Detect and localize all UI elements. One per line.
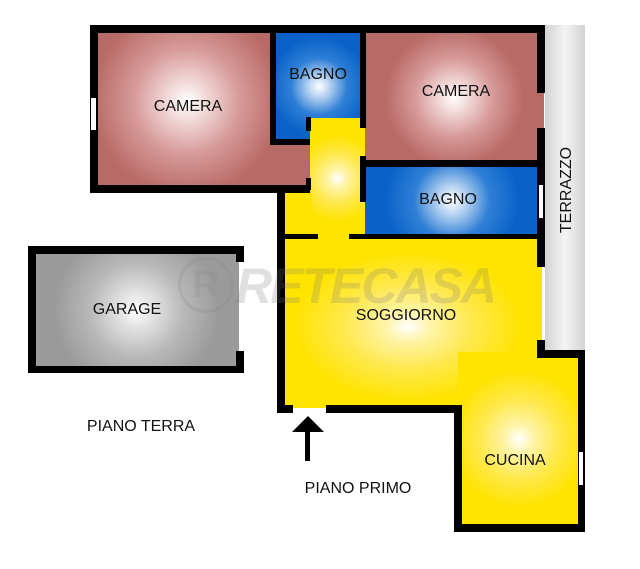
wall bbox=[454, 405, 462, 532]
wall bbox=[360, 25, 366, 128]
wall bbox=[28, 246, 244, 254]
label-garage: GARAGE bbox=[92, 301, 162, 318]
wall bbox=[236, 246, 244, 262]
terrazzo-area bbox=[545, 25, 585, 352]
label-bagno-right: BAGNO bbox=[419, 191, 477, 208]
label-terrazzo: TERRAZZO bbox=[558, 146, 575, 234]
wall bbox=[90, 185, 310, 193]
wall bbox=[306, 117, 311, 131]
wall bbox=[28, 246, 36, 373]
window bbox=[579, 452, 583, 485]
watermark-text: RETECASA bbox=[236, 258, 497, 314]
wall bbox=[285, 234, 318, 239]
retecasa-watermark: R RETECASA bbox=[176, 255, 497, 315]
wall bbox=[537, 25, 545, 93]
wall bbox=[306, 178, 311, 190]
wall bbox=[537, 340, 545, 358]
wall bbox=[326, 405, 462, 413]
window bbox=[539, 185, 543, 218]
wall bbox=[277, 187, 285, 413]
label-piano-primo: PIANO PRIMO bbox=[304, 480, 412, 497]
wall bbox=[349, 234, 540, 239]
wall bbox=[360, 156, 366, 202]
watermark-logo-icon: R bbox=[178, 257, 234, 313]
wall bbox=[454, 524, 585, 532]
label-soggiorno: SOGGIORNO bbox=[355, 307, 457, 324]
window bbox=[91, 98, 96, 130]
camera-right-room bbox=[364, 31, 544, 164]
label-bagno-top: BAGNO bbox=[289, 66, 347, 83]
wall bbox=[277, 405, 293, 413]
wall bbox=[537, 350, 585, 358]
label-camera-right: CAMERA bbox=[421, 83, 491, 100]
cucina-room bbox=[458, 352, 580, 526]
wall bbox=[578, 350, 585, 532]
wall bbox=[28, 366, 244, 373]
hallway-nook bbox=[284, 191, 312, 239]
wall bbox=[270, 139, 310, 145]
hallway bbox=[310, 118, 365, 239]
bagno-right-room bbox=[364, 164, 540, 237]
wall bbox=[90, 25, 545, 33]
label-camera-left: CAMERA bbox=[153, 98, 223, 115]
wall bbox=[360, 160, 540, 167]
label-piano-terra: PIANO TERRA bbox=[86, 418, 196, 435]
wall bbox=[270, 25, 276, 145]
label-cucina: CUCINA bbox=[484, 452, 546, 469]
arrow-up-icon bbox=[292, 416, 324, 461]
wall bbox=[236, 351, 244, 373]
